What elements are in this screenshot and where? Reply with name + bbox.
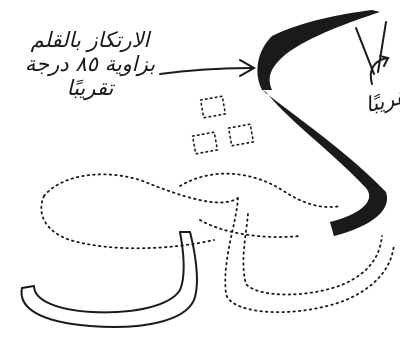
pen-nib-dots xyxy=(193,96,254,154)
caption-line-2: بزاوية ٨٥ درجة xyxy=(10,52,170,76)
pen-angle-caption: الارتكاز بالقلم بزاوية ٨٥ درجة تقريبًا xyxy=(10,28,170,100)
pen-stroke-upper xyxy=(257,10,380,90)
caption-line-1: الارتكاز بالقلم xyxy=(10,28,170,52)
dotted-letter-guides xyxy=(41,174,394,312)
pointer-arrow xyxy=(160,60,254,76)
caption-line-3: تقريبًا xyxy=(10,76,170,100)
pen-angle-marks xyxy=(356,22,388,84)
